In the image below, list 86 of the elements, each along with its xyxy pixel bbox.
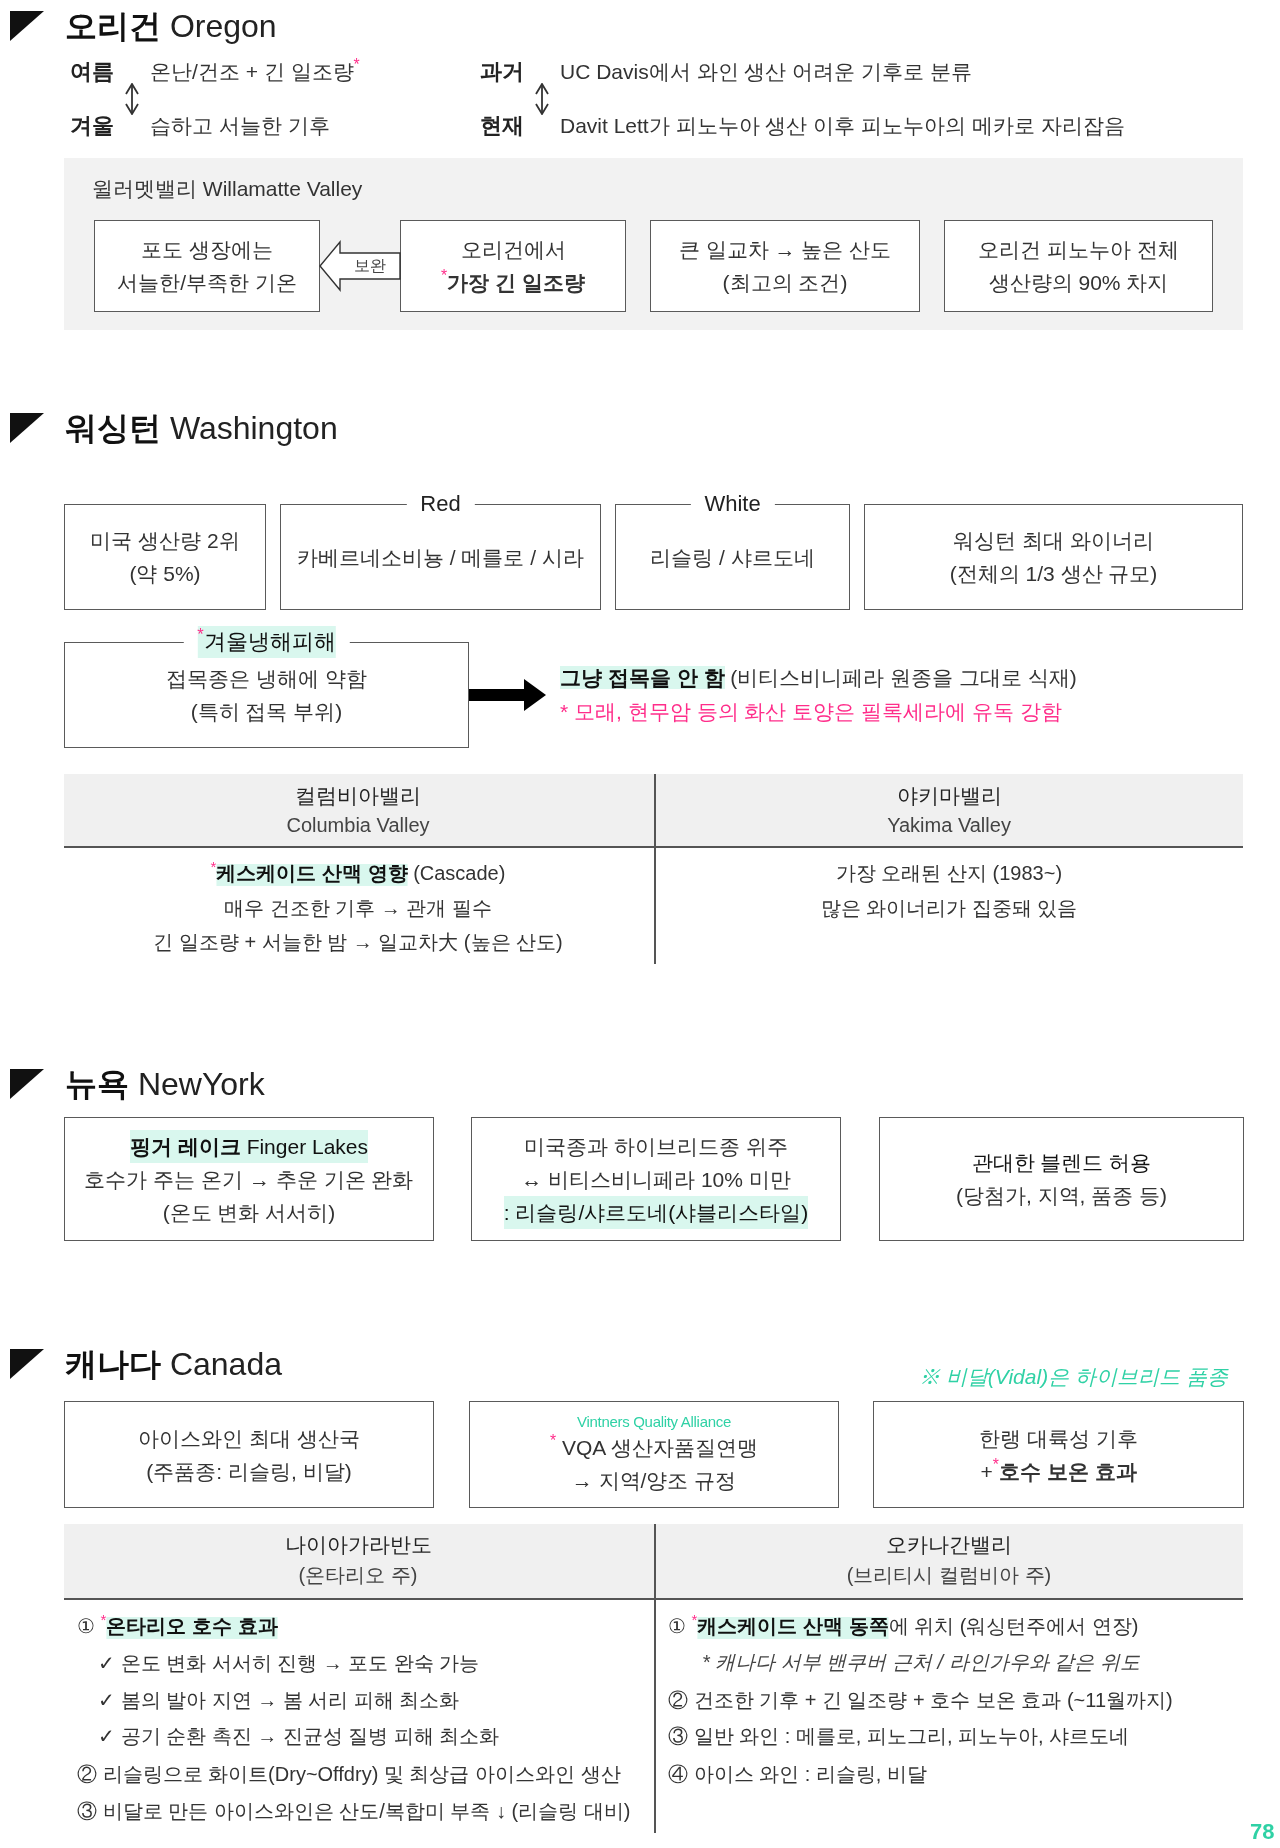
body-text: +$^{*}$호수 보온 효과: [980, 1454, 1137, 1485]
column-subheading: (브리티시 컬럼비아 주): [846, 1563, 1052, 1588]
list-item: ✓ 온도 변화 서서히 진행 → 포도 완숙 가능: [98, 1651, 480, 1676]
table-text: 긴 일조량 + 서늘한 밤 → 일교차大 (높은 산도): [153, 930, 563, 955]
list-item: ④ 아이스 와인 : 리슬링, 비달: [668, 1762, 927, 1787]
note-text: * 캐나다 서부 밴쿠버 근처 / 라인가우와 같은 위도: [702, 1650, 1140, 1675]
list-item: ② 건조한 기후 + 긴 일조량 + 호수 보온 효과 (~11월까지): [668, 1688, 1173, 1713]
column-subheading: Columbia Valley: [286, 813, 430, 838]
info-box: [64, 1117, 434, 1241]
page-number: 78: [1250, 1818, 1275, 1846]
term-label: 현재: [480, 114, 524, 138]
note-text: * 모래, 현무암 등의 화산 토양은 필록세라에 유독 강함: [560, 699, 1063, 725]
info-box: [873, 1401, 1244, 1508]
info-box: [64, 504, 266, 610]
term-label: 여름: [70, 60, 114, 84]
list-item: ② 리슬링으로 화이트(Dry~Offdry) 및 최상급 아이스와인 생산: [77, 1762, 621, 1787]
list-item: ① $^{*}$온타리오 호수 효과: [77, 1611, 278, 1639]
body-text: (당첨가, 지역, 품종 등): [955, 1183, 1168, 1209]
body-text: $^{*}$ VQA 생산자품질연맹: [550, 1430, 758, 1461]
body-text: 아이스와인 최대 생산국: [138, 1425, 360, 1452]
body-text: (약 5%): [129, 561, 201, 587]
info-box: [650, 220, 920, 312]
body-text: ↔ 비티스비니페라 10% 미만: [521, 1166, 791, 1193]
heading-text: 관대한 블렌드 허용: [971, 1150, 1152, 1176]
note-text: Vintners Quality Alliance: [577, 1412, 731, 1431]
body-text: (전체의 1/3 생산 규모): [949, 561, 1158, 587]
body-text: (온도 변화 서서히): [162, 1199, 336, 1226]
info-box: [94, 220, 320, 312]
info-box: [864, 504, 1243, 610]
region-panel: [64, 158, 1243, 330]
description-text: 습하고 서늘한 기후: [150, 114, 330, 138]
column-heading: 나이아가라반도: [284, 1532, 432, 1558]
description-text: Davit Lett가 피노누아 생산 이후 피노누아의 메카로 자리잡음: [560, 114, 1125, 138]
column-subheading: (온타리오 주): [298, 1563, 418, 1588]
body-text: 오리건 피노누아 전체 생산량의 90% 차지: [977, 237, 1180, 296]
info-box: [471, 1117, 841, 1241]
column-heading: 야키마밸리: [896, 783, 1002, 809]
heading-text: 핑거 레이크 Finger Lakes: [129, 1129, 369, 1163]
double-arrow: [125, 83, 139, 115]
body-text: 포도 생장에는 서늘한/부족한 기온: [116, 237, 298, 296]
list-item: ③ 비달로 만든 아이스와인은 산도/복합미 부족 ↓ (리슬링 대비): [77, 1799, 631, 1824]
panel-title: 윌러멧밸리 Willamatte Valley: [92, 176, 363, 202]
column-heading: 컬럼비아밸리: [295, 783, 421, 809]
info-box: [469, 1401, 839, 1508]
section-heading: 캐나다 Canada: [65, 1345, 282, 1384]
list-item: ✓ 봄의 발아 지연 → 봄 서리 피해 최소화: [98, 1688, 460, 1713]
description-text: 온난/건조 + 긴 일조량$^{*}$: [150, 60, 360, 84]
info-box: [879, 1117, 1244, 1241]
body-text: (특히 접목 부위): [190, 699, 343, 725]
result-text: 그냥 접목을 안 함 (비티스비니페라 원종을 그대로 식재): [560, 665, 1077, 691]
table-text: 많은 와이너리가 집중돼 있음: [820, 896, 1078, 921]
body-text: 카베르네소비뇽 / 메를로 / 시라: [297, 544, 584, 571]
body-text: 한랭 대륙성 기후: [979, 1425, 1138, 1452]
body-text: → 지역/양조 규정: [571, 1467, 737, 1494]
description-text: UC Davis에서 와인 생산 어려운 기후로 분류: [560, 60, 972, 84]
body-text: 리슬링 / 샤르도네: [650, 544, 815, 571]
section-heading: 뉴욕 NewYork: [65, 1065, 265, 1104]
double-arrow: [535, 83, 549, 115]
term-label: 과거: [480, 60, 524, 84]
info-box: [64, 1401, 434, 1508]
term-label: 겨울: [70, 114, 114, 138]
body-text: 오리건에서 $^{*}$가장 긴 일조량: [440, 237, 586, 296]
body-text: (최고의 조건): [722, 270, 848, 296]
table-text: 가장 오래된 산지 (1983~): [835, 861, 1063, 886]
body-text: 접목종은 냉해에 약함: [166, 666, 367, 692]
info-box: [944, 220, 1213, 312]
heading-text: : 리슬링/샤르도네(샤블리스타일): [503, 1195, 809, 1229]
body-text: 미국종과 하이브리드종 위주: [524, 1133, 788, 1160]
note-text: ※ 비달(Vidal)은 하이브리드 품종: [919, 1364, 1228, 1390]
body-text: 호수가 주는 온기 → 추운 기온 완화: [84, 1166, 414, 1193]
edge-label: 보완: [354, 257, 386, 275]
table-text: $^{*}$케스케이드 산맥 영향 (Cascade): [210, 858, 506, 886]
list-item: ③ 일반 와인 : 메를로, 피노그리, 피노누아, 샤르도네: [668, 1724, 1130, 1749]
section-heading: 오리건 Oregon: [65, 7, 277, 46]
info-box: [400, 220, 626, 312]
body-text: (주품종: 리슬링, 비달): [146, 1458, 352, 1485]
table-text: 매우 건조한 기후 → 관개 필수: [224, 896, 492, 921]
column-subheading: Yakima Valley: [887, 813, 1011, 838]
body-text: 큰 일교차 → 높은 산도: [678, 237, 892, 263]
thick-arrow: [469, 679, 546, 711]
section-heading: 워싱턴 Washington: [65, 409, 338, 448]
body-text: 워싱턴 최대 와이너리: [953, 528, 1154, 554]
list-item: ✓ 공기 순환 촉진 → 진균성 질병 피해 최소화: [98, 1724, 500, 1749]
list-item: ① $^{*}$캐스케이드 산맥 동쪽에 위치 (워싱턴주에서 연장): [668, 1611, 1139, 1639]
column-heading: 오카나간밸리: [886, 1532, 1012, 1558]
body-text: 미국 생산량 2위: [90, 528, 240, 554]
